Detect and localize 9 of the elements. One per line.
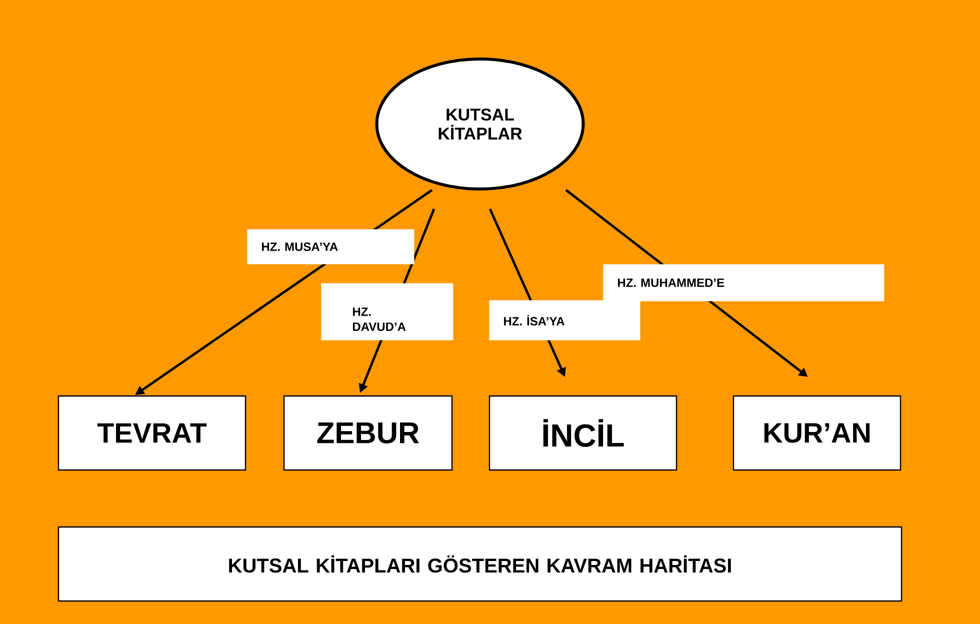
title-box: KUTSAL KİTAPLARI GÖSTEREN KAVRAM HARİTASI bbox=[58, 526, 902, 602]
edge-label: HZ. MUHAMMED’E bbox=[603, 264, 884, 302]
book-box: ZEBUR bbox=[283, 395, 453, 471]
edge-label: HZ. MUSA’YA bbox=[247, 229, 414, 264]
book-box: TEVRAT bbox=[58, 395, 246, 471]
book-box: İNCİL bbox=[488, 395, 678, 471]
edge-label: HZ. İSA’YA bbox=[489, 300, 640, 340]
edge-label: HZ. DAVUD’A bbox=[321, 283, 454, 340]
book-box: KUR’AN bbox=[732, 395, 902, 471]
